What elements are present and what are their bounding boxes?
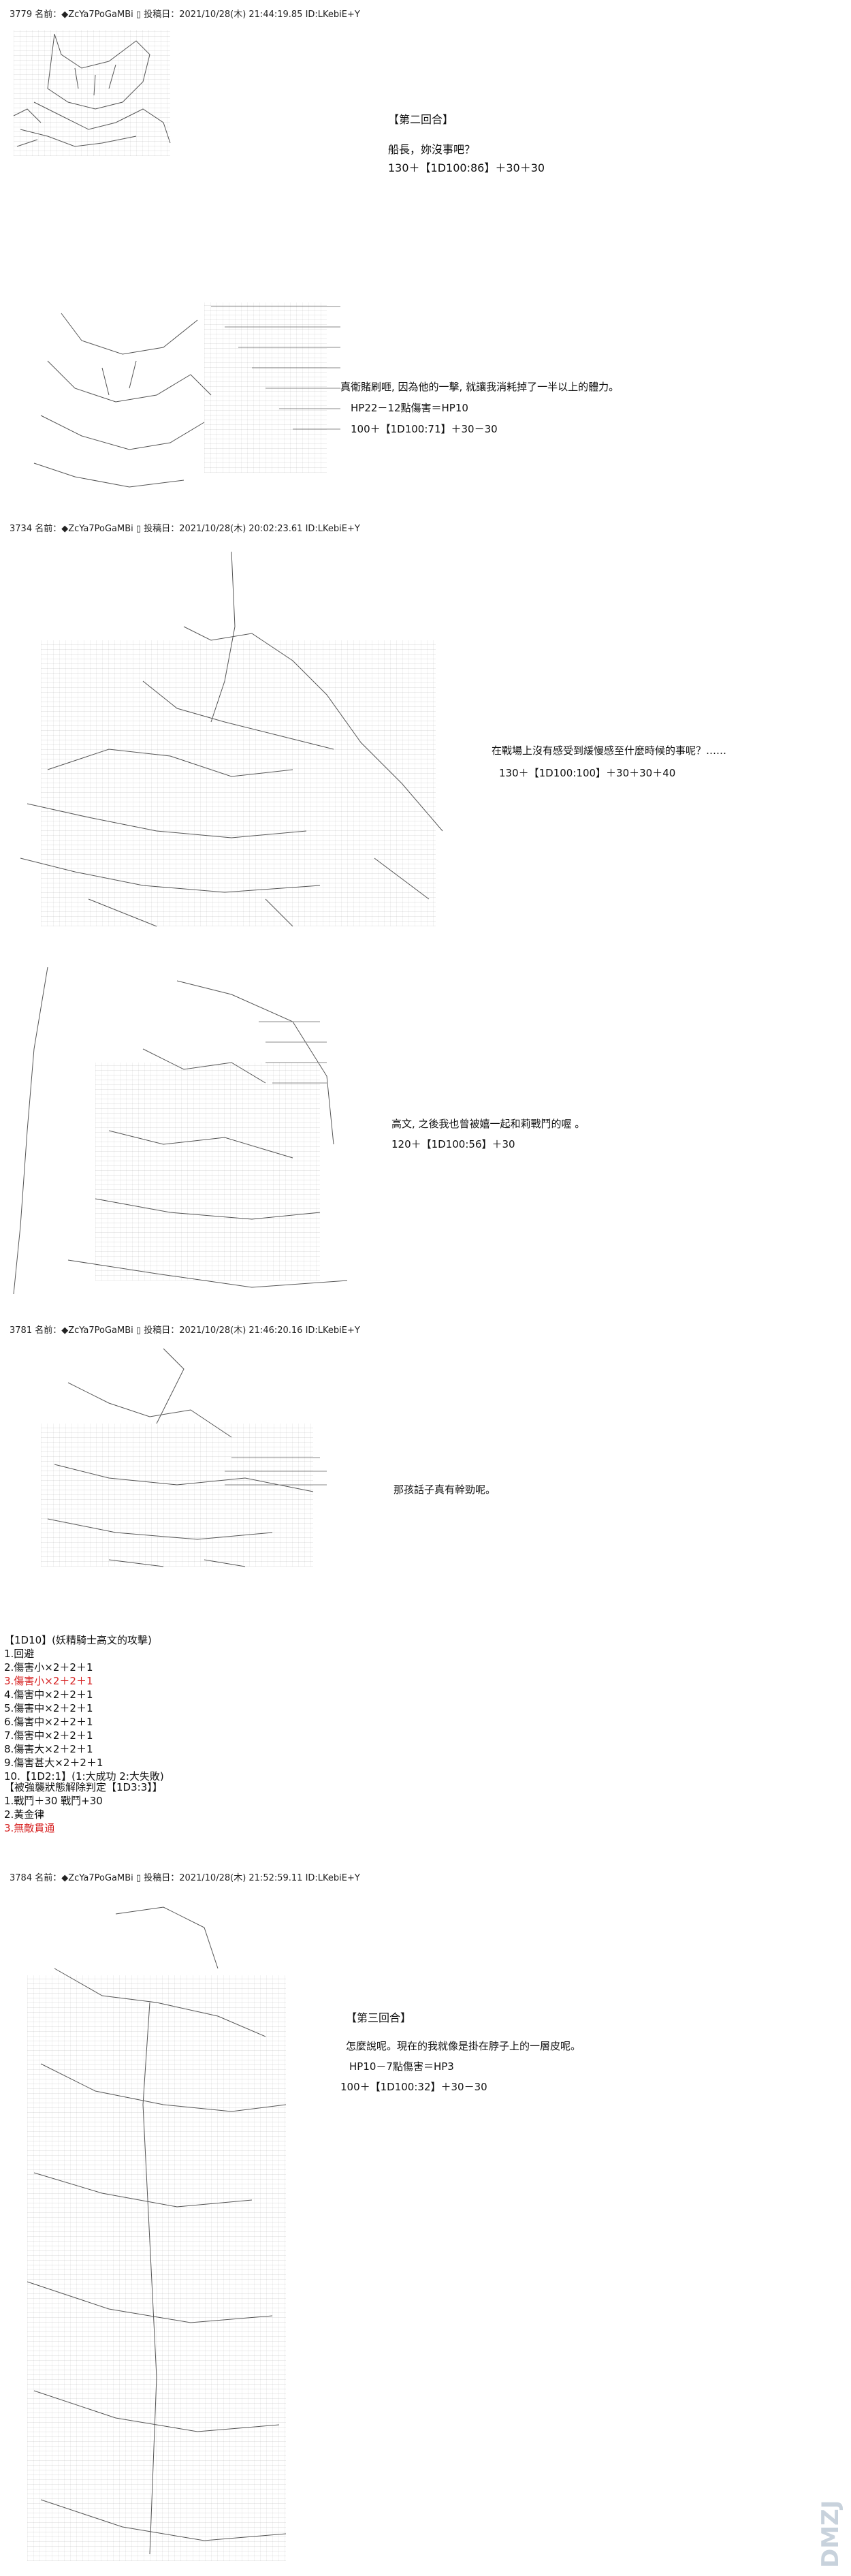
ascii-art-texture <box>14 30 170 156</box>
ascii-art <box>7 27 177 157</box>
dice-table-title: 【1D10】(妖精騎士高文的攻擊) <box>4 1634 152 1646</box>
ascii-art <box>7 967 395 1301</box>
dice-roll-line: 100＋【1D100:71】＋30－30 <box>351 423 498 435</box>
ascii-art-texture <box>204 302 327 473</box>
ascii-art-figure <box>20 551 443 927</box>
effect-table: 【被強襲狀態解除判定【1D3:3】】 1.戰鬥＋30 戰鬥+30 2.黃金律 3… <box>4 1780 163 1835</box>
ascii-art-figure <box>27 1906 287 2555</box>
post-header: 3734 名前：◆ZcYa7PoGaMBi ▯ 投稿日：2021/10/28(木… <box>10 524 360 534</box>
dice-option: 4.傷害中×2＋2＋1 <box>4 1688 93 1701</box>
round-title: 【第二回合】 <box>388 113 454 126</box>
hp-line: HP10－7點傷害＝HP3 <box>349 2060 454 2073</box>
watermark-logo: DMZJ <box>817 2500 844 2568</box>
ascii-art <box>20 300 361 497</box>
ascii-art-figure <box>47 1348 327 1567</box>
ascii-art-texture <box>41 1424 313 1567</box>
ascii-art <box>27 1342 347 1573</box>
round-title: 【第三回合】 <box>346 2011 412 2024</box>
ascii-art <box>7 545 477 940</box>
dice-option: 1.回避 <box>4 1648 35 1660</box>
dialogue-line: 在戰場上沒有感受到緩慢感至什麼時候的事呢？…… <box>492 744 727 757</box>
ascii-art-figure <box>13 967 348 1295</box>
post-header: 3781 名前：◆ZcYa7PoGaMBi ▯ 投稿日：2021/10/28(木… <box>10 1325 360 1336</box>
ascii-art-texture <box>41 640 436 926</box>
dice-option: 2.傷害小×2＋2＋1 <box>4 1661 93 1674</box>
dice-option: 10.【1D2:1】(1:大成功 2:大失敗) <box>4 1770 164 1782</box>
dice-option: 5.傷害中×2＋2＋1 <box>4 1702 93 1714</box>
dialogue-line: 船長，妳沒事吧？ <box>388 143 476 156</box>
post-header: 3784 名前：◆ZcYa7PoGaMBi ▯ 投稿日：2021/10/28(木… <box>10 1873 360 1883</box>
dice-table: 【1D10】(妖精騎士高文的攻擊) 1.回避 2.傷害小×2＋2＋1 3.傷害小… <box>4 1633 164 1783</box>
dice-roll-line: 130＋【1D100:100】＋30＋30＋40 <box>499 767 676 779</box>
dice-roll-line: 120＋【1D100:56】＋30 <box>391 1138 515 1150</box>
ascii-art-texture <box>95 1063 320 1281</box>
dialogue-line: 真衛賭刷咂, 因為他的一擊, 就讓我消耗掉了一半以上的體力。 <box>340 381 620 393</box>
ascii-art-figure <box>33 306 340 488</box>
ascii-art-figure <box>13 33 171 147</box>
dialogue-line: 那孩話子真有幹勁呢。 <box>394 1483 496 1496</box>
dialogue-line: 怎麼說呢。現在的我就像是掛在脖子上的一層皮呢。 <box>346 2040 581 2052</box>
dice-option: 6.傷害中×2＋2＋1 <box>4 1716 93 1728</box>
effect-option: 1.戰鬥＋30 戰鬥+30 <box>4 1795 103 1807</box>
ascii-art-texture <box>27 1975 286 2561</box>
dice-roll-line: 130＋【1D100:86】＋30＋30 <box>388 161 545 174</box>
ascii-art <box>14 1900 306 2568</box>
effect-option: 2.黃金律 <box>4 1808 45 1821</box>
effect-option-selected: 3.無敵貫通 <box>4 1822 55 1834</box>
effect-table-title: 【被強襲狀態解除判定【1D3:3】】 <box>4 1781 163 1793</box>
dice-option: 7.傷害中×2＋2＋1 <box>4 1729 93 1742</box>
dice-option: 8.傷害大×2＋2＋1 <box>4 1743 93 1755</box>
dice-option: 9.傷害甚大×2＋2＋1 <box>4 1757 103 1769</box>
dice-option-selected: 3.傷害小×2＋2＋1 <box>4 1675 93 1687</box>
post-header: 3779 名前：◆ZcYa7PoGaMBi ▯ 投稿日：2021/10/28(木… <box>10 10 360 20</box>
dialogue-line: 高文, 之後我也曾被嬉一起和莉戰鬥的喔 。 <box>391 1118 585 1130</box>
hp-line: HP22－12點傷害＝HP10 <box>351 402 468 414</box>
dice-roll-line: 100＋【1D100:32】＋30－30 <box>340 2081 487 2093</box>
